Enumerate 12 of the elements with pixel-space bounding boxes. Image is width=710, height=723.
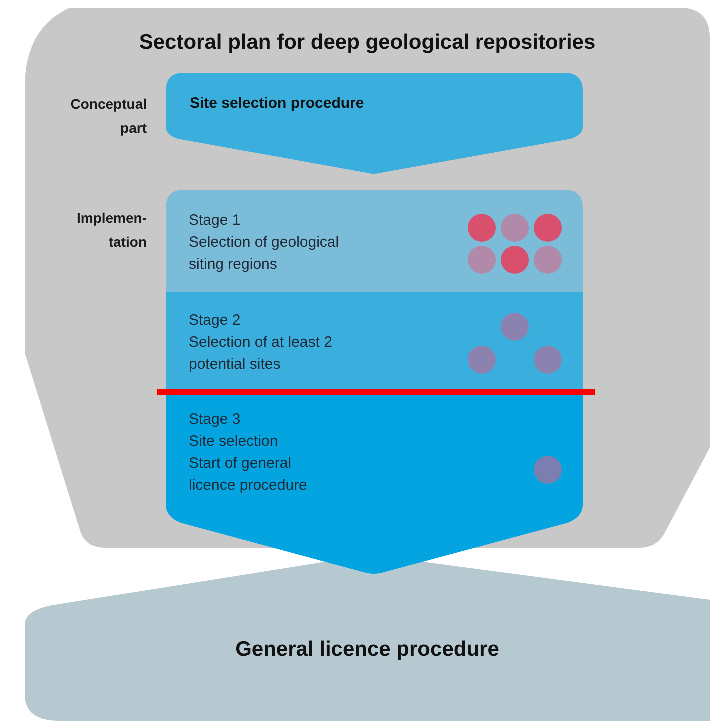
node-text: Selection of geological siting regions (189, 233, 340, 275)
node-heading: Stage 1 (189, 211, 242, 231)
node-text: Start of general licence procedure (189, 454, 308, 496)
node-heading: Site selection procedure (190, 94, 366, 114)
node-text: Site selection (189, 432, 280, 452)
section-label: Implemen- tation (76, 209, 147, 252)
section-label: Conceptual part (70, 95, 147, 138)
node-heading: Stage 3 (189, 410, 242, 430)
node-heading: Stage 2 (189, 311, 242, 331)
panel-heading: Sectoral plan for deep geological repositories (138, 32, 597, 54)
node-heading: General licence procedure (234, 639, 500, 661)
node-text: Selection of at least 2 potential sites (189, 333, 334, 375)
